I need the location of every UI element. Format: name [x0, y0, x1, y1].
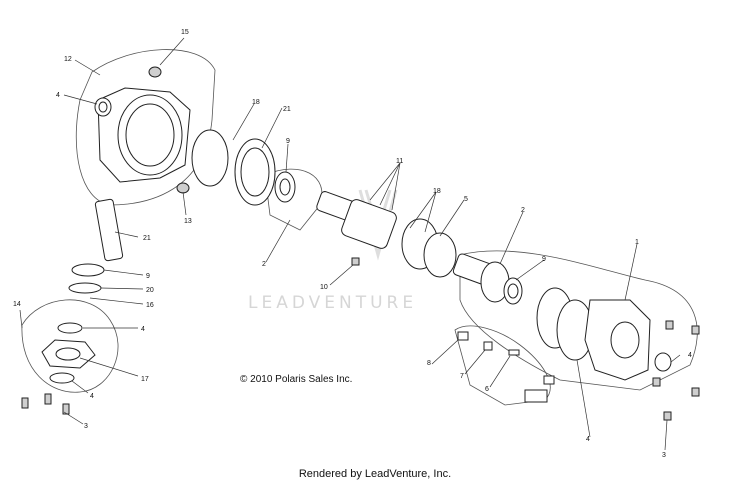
- render-credit-footer: Rendered by LeadVenture, Inc.: [298, 468, 452, 480]
- callout-21: 21: [283, 106, 291, 113]
- callout-6: 6: [485, 386, 489, 393]
- callout-12: 12: [64, 56, 72, 63]
- copyright-text: © 2010 Polaris Sales Inc.: [240, 374, 352, 385]
- callout-1: 1: [635, 239, 639, 246]
- callout-10: 10: [320, 284, 328, 291]
- callout-4: 4: [90, 393, 94, 400]
- callout-11: 11: [396, 158, 403, 165]
- callout-4: 4: [586, 436, 590, 443]
- callout-18: 18: [252, 99, 260, 106]
- callout-20: 20: [146, 287, 154, 294]
- callout-21: 21: [143, 235, 151, 242]
- callout-14: 14: [13, 301, 21, 308]
- pinion-assembly: [41, 198, 124, 384]
- callout-7: 7: [460, 373, 464, 380]
- callout-9: 9: [286, 138, 290, 145]
- callout-3: 3: [662, 452, 666, 459]
- gear-stack: [191, 129, 523, 305]
- output-cover: [536, 287, 672, 381]
- callout-8: 8: [427, 360, 431, 367]
- watermark-text: LEADVENTURE: [248, 293, 417, 313]
- callout-4: 4: [688, 352, 692, 359]
- callout-16: 16: [146, 302, 154, 309]
- callout-5: 5: [464, 196, 468, 203]
- main-housing: [94, 66, 191, 194]
- callout-18: 18: [433, 188, 441, 195]
- small-parts: [21, 257, 700, 421]
- callout-9: 9: [146, 273, 150, 280]
- callout-labels: 15 12 4 18 21 9 13 21 9 20 16 14 4 17 4 …: [13, 29, 692, 459]
- callout-4: 4: [56, 92, 60, 99]
- callout-2: 2: [521, 207, 525, 214]
- callout-3: 3: [84, 423, 88, 430]
- callout-17: 17: [141, 376, 149, 383]
- callout-13: 13: [184, 218, 192, 225]
- callout-15: 15: [181, 29, 189, 36]
- callout-2: 2: [262, 261, 266, 268]
- callout-9: 9: [542, 256, 546, 263]
- callout-4: 4: [141, 326, 145, 333]
- leader-lines: [19, 37, 681, 451]
